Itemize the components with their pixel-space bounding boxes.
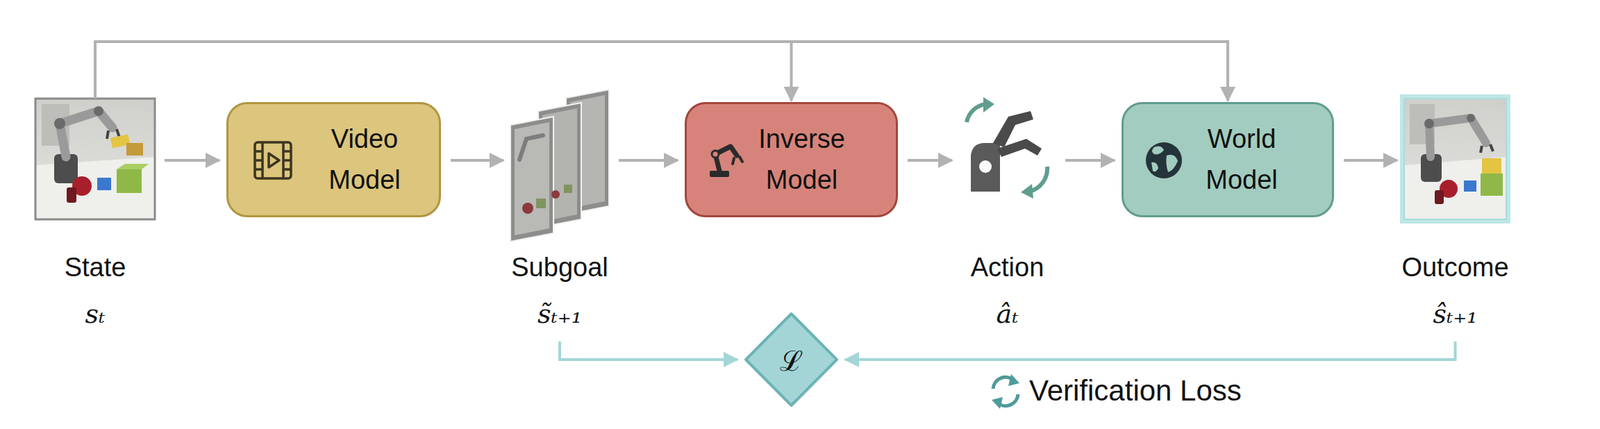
image-node: Outcomeŝₜ₊₁ <box>1404 98 1507 334</box>
state-photo-part <box>116 163 149 170</box>
loss-symbol: ℒ <box>779 340 803 380</box>
subgoal-frames-part <box>519 135 544 160</box>
gripper-icon-part <box>983 97 995 113</box>
gripper-icon-part <box>1020 184 1034 199</box>
state-photo-part <box>72 176 92 196</box>
outcome-photo-part <box>1404 98 1507 220</box>
state-photo-part <box>54 118 66 130</box>
subgoal-frames-part <box>542 108 578 222</box>
outcome-photo-part <box>1463 180 1477 192</box>
outcome-photo <box>1402 96 1509 222</box>
outcome-photo-part <box>1434 190 1444 205</box>
flow-arrow <box>1343 159 1398 162</box>
state-photo-part <box>126 143 144 156</box>
diamond-shape <box>745 313 837 406</box>
loss-diamond: ℒ <box>743 311 840 409</box>
outcome-photo-part <box>1439 179 1458 198</box>
state-photo-part <box>59 111 113 157</box>
subgoal-frames-part <box>522 202 534 214</box>
outcome-photo-part <box>1404 156 1507 220</box>
process-box: Video Model <box>226 102 441 218</box>
flow-arrow <box>95 41 792 101</box>
outcome-photo-part <box>1480 173 1503 196</box>
outcome-photo-part <box>1409 104 1435 145</box>
flow-arrow <box>1065 159 1115 162</box>
state-photo-part <box>110 134 131 148</box>
gripper-icon-part <box>1029 166 1048 192</box>
cycle-icon-part <box>991 397 1003 410</box>
outcome-photo-part <box>1481 158 1502 174</box>
process-box: World Model <box>1121 102 1335 218</box>
box-label: Video Model <box>328 118 401 201</box>
node-caption: Subgoal <box>454 251 665 284</box>
flow-arrow <box>164 159 220 162</box>
state-photo-part <box>97 177 112 191</box>
outcome-photo-part <box>1404 98 1507 220</box>
math-symbol: âₜ <box>903 297 1112 331</box>
math-symbol: sₜ <box>0 297 211 331</box>
free-label: Verification Loss <box>1029 372 1242 410</box>
state-photo-part <box>54 154 78 184</box>
subgoal-frames <box>510 89 610 242</box>
flow-arrow <box>907 159 953 162</box>
state-photo <box>35 98 155 220</box>
gripper-icon-part <box>966 104 987 123</box>
gripper-icon <box>966 97 1048 199</box>
process-box: Inverse Model <box>684 102 898 218</box>
cycle-icon-part <box>993 377 1014 389</box>
outcome-photo-part <box>1402 96 1509 222</box>
cycle-icon <box>991 374 1020 410</box>
state-photo-part <box>106 129 120 139</box>
image-node: Statesₜ <box>35 98 155 334</box>
outcome-photo-part <box>1429 118 1487 157</box>
state-photo-part <box>66 187 77 203</box>
outcome-photo-part <box>1466 113 1475 123</box>
gripper-icon-part <box>979 160 992 173</box>
gripper-icon-part <box>993 111 1034 148</box>
math-symbol: ŝₜ₊₁ <box>1348 297 1562 331</box>
image-node: Subgoals̃ₜ₊₁ <box>510 89 610 334</box>
state-photo-part <box>35 98 155 220</box>
outcome-photo-part <box>1480 144 1494 153</box>
cycle-icon-part <box>1008 374 1020 387</box>
subgoal-frames-part <box>514 122 550 236</box>
flow-arrow <box>618 159 678 162</box>
node-caption: Action <box>903 251 1112 284</box>
subgoal-frames-part <box>551 190 560 199</box>
subgoal-frames-part <box>510 116 554 242</box>
box-label: Inverse Model <box>758 118 846 201</box>
box-label: World Model <box>1205 118 1278 201</box>
gripper-icon-part <box>970 143 1000 192</box>
outcome-photo-part <box>1424 118 1435 129</box>
state-photo-part <box>41 104 70 146</box>
subgoal-frames-part <box>565 89 610 215</box>
subgoal-frames-part <box>538 102 582 228</box>
state-photo-part <box>116 169 142 194</box>
state-photo-part <box>35 98 155 220</box>
flow-arrow <box>845 341 1456 360</box>
flow-arrow <box>95 41 1228 101</box>
outcome-photo-part <box>1420 154 1442 182</box>
subgoal-frames-part <box>563 184 573 194</box>
subgoal-frames-part <box>536 198 546 209</box>
gripper-icon-part <box>997 138 1042 157</box>
state-photo-part <box>35 156 155 220</box>
state-photo-part <box>93 106 104 116</box>
cycle-icon-part <box>997 394 1019 407</box>
image-node: Actionâₜ <box>959 106 1056 334</box>
flow-arrow <box>559 341 738 360</box>
math-symbol: s̃ₜ₊₁ <box>454 297 665 331</box>
node-caption: Outcome <box>1348 251 1562 284</box>
flow-arrow <box>450 159 504 162</box>
node-caption: State <box>0 251 211 284</box>
subgoal-frames-part <box>570 95 605 209</box>
